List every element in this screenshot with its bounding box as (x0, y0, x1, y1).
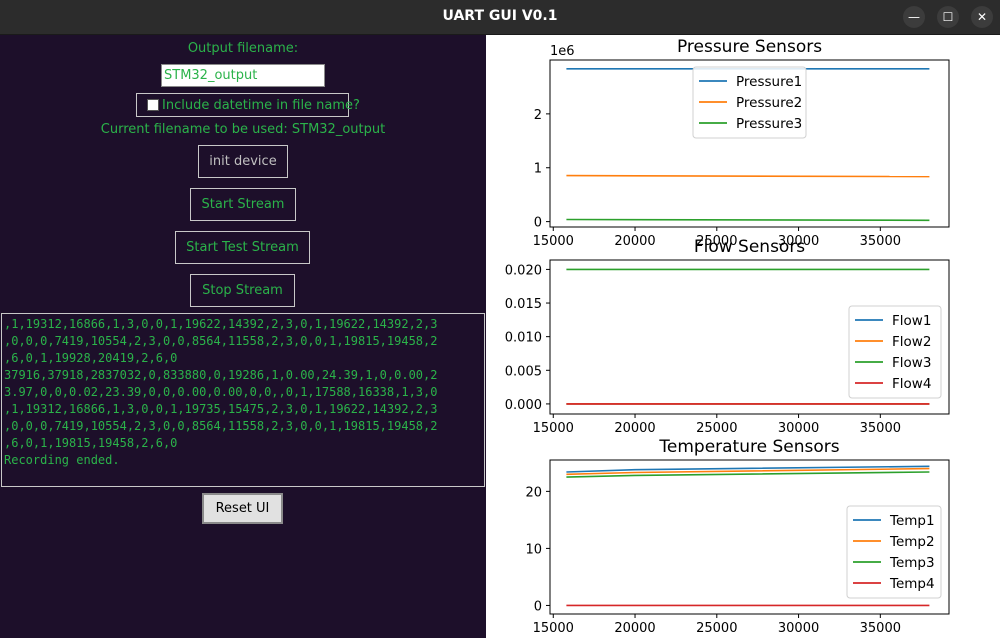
x-tick-label: 25000 (696, 234, 737, 249)
y-tick-label: 2 (534, 108, 542, 123)
checkbox-box[interactable] (147, 99, 159, 111)
chart-title: Temperature Sensors (658, 437, 839, 457)
y-tick-label: 0 (534, 599, 542, 614)
x-tick-label: 25000 (696, 421, 737, 436)
console-line: ,6,0,1,19815,19458,2,6,0 (4, 436, 178, 450)
legend-entry-label: Temp1 (889, 513, 935, 529)
x-tick-label: 30000 (778, 621, 819, 636)
x-tick-label: 20000 (614, 421, 655, 436)
minimize-icon[interactable]: — (903, 6, 925, 28)
series-line (566, 174, 930, 178)
y-tick-label: 0.020 (505, 263, 542, 278)
title-bar: UART GUI V0.1 — ☐ ✕ (0, 0, 1000, 35)
console-line: ,0,0,0,7419,10554,2,3,0,0,8564,11558,2,3… (4, 334, 438, 348)
y-tick-label: 0 (534, 216, 542, 231)
chart-title: Flow Sensors (694, 237, 805, 257)
reset-ui-button[interactable]: Reset UI (202, 493, 283, 524)
y-tick-label: 20 (525, 485, 542, 500)
console-line: ,6,0,1,19928,20419,2,6,0 (4, 351, 178, 365)
stop-stream-button[interactable]: Stop Stream (190, 274, 295, 307)
x-tick-label: 25000 (696, 621, 737, 636)
series-line (566, 218, 930, 222)
y-tick-label: 0.000 (505, 398, 542, 413)
x-tick-label: 30000 (778, 234, 819, 249)
x-tick-label: 15000 (533, 421, 574, 436)
init-device-button[interactable]: init device (198, 145, 288, 178)
legend-entry-label: Pressure3 (736, 116, 802, 132)
close-icon[interactable]: ✕ (971, 6, 993, 28)
y-tick-label: 0.010 (505, 331, 542, 346)
control-panel: Output filename: STM32_output Include da… (0, 35, 486, 638)
series-line (566, 465, 930, 473)
y-tick-label: 0.005 (505, 364, 542, 379)
include-datetime-checkbox[interactable]: Include datetime in file name? (136, 93, 360, 117)
series-line (566, 471, 930, 478)
axis-offset-label: 1e6 (550, 44, 575, 59)
x-tick-label: 15000 (533, 234, 574, 249)
window-title: UART GUI V0.1 (442, 8, 558, 24)
y-tick-label: 10 (525, 542, 542, 557)
x-tick-label: 15000 (533, 621, 574, 636)
console-line: ,1,19312,16866,1,3,0,0,1,19622,14392,2,3… (4, 317, 438, 331)
console-line: 3.97,0,0,0.02,23.39,0,0,0.00,0.00,0,0,,0… (4, 385, 438, 399)
maximize-icon[interactable]: ☐ (937, 6, 959, 28)
legend-entry-label: Pressure2 (736, 95, 802, 111)
legend-entry-label: Temp2 (889, 534, 935, 550)
x-tick-label: 35000 (860, 421, 901, 436)
start-test-stream-button[interactable]: Start Test Stream (175, 231, 310, 264)
y-tick-label: 0.015 (505, 297, 542, 312)
legend-entry-label: Flow2 (892, 334, 931, 350)
console-line: ,1,19312,16866,1,3,0,0,1,19735,15475,2,3… (4, 402, 438, 416)
serial-output-console[interactable]: ,1,19312,16866,1,3,0,0,1,19622,14392,2,3… (1, 313, 485, 487)
legend-box (846, 505, 942, 599)
legend-entry-label: Pressure1 (736, 74, 802, 90)
legend-box (848, 305, 942, 399)
current-filename-text: Current filename to be used: STM32_outpu… (100, 122, 386, 137)
legend-entry-label: Temp3 (889, 555, 935, 571)
x-tick-label: 35000 (860, 234, 901, 249)
output-filename-label: Output filename: (187, 41, 299, 56)
series-line (566, 467, 930, 476)
plot-frame (549, 459, 950, 615)
start-stream-button[interactable]: Start Stream (190, 188, 296, 221)
plot-frame (549, 59, 950, 228)
console-line: ,0,0,0,7419,10554,2,3,0,0,8564,11558,2,3… (4, 419, 438, 433)
legend-box (692, 66, 807, 139)
x-tick-label: 35000 (860, 621, 901, 636)
legend-entry-label: Temp4 (889, 576, 935, 592)
legend-entry-label: Flow3 (892, 355, 931, 371)
console-line: Recording ended. (4, 453, 120, 467)
sensor-plots: Pressure Sensors 1e6 15000 20000 25000 30000 3… (505, 37, 950, 636)
y-tick-label: 1 (534, 162, 542, 177)
include-datetime-label: Include datetime in file name? (162, 98, 360, 113)
plot-panel: Pressure Sensors 1e6 15000 20000 25000 30000 3… (486, 35, 1000, 638)
x-tick-label: 20000 (614, 234, 655, 249)
legend-entry-label: Flow4 (892, 376, 931, 392)
console-line: 37916,37918,2837032,0,833880,0,19286,1,0… (4, 368, 438, 382)
legend-entry-label: Flow1 (892, 313, 931, 329)
x-tick-label: 30000 (778, 421, 819, 436)
x-tick-label: 20000 (614, 621, 655, 636)
chart-title: Pressure Sensors (677, 37, 822, 57)
filename-input[interactable]: STM32_output (161, 64, 325, 87)
